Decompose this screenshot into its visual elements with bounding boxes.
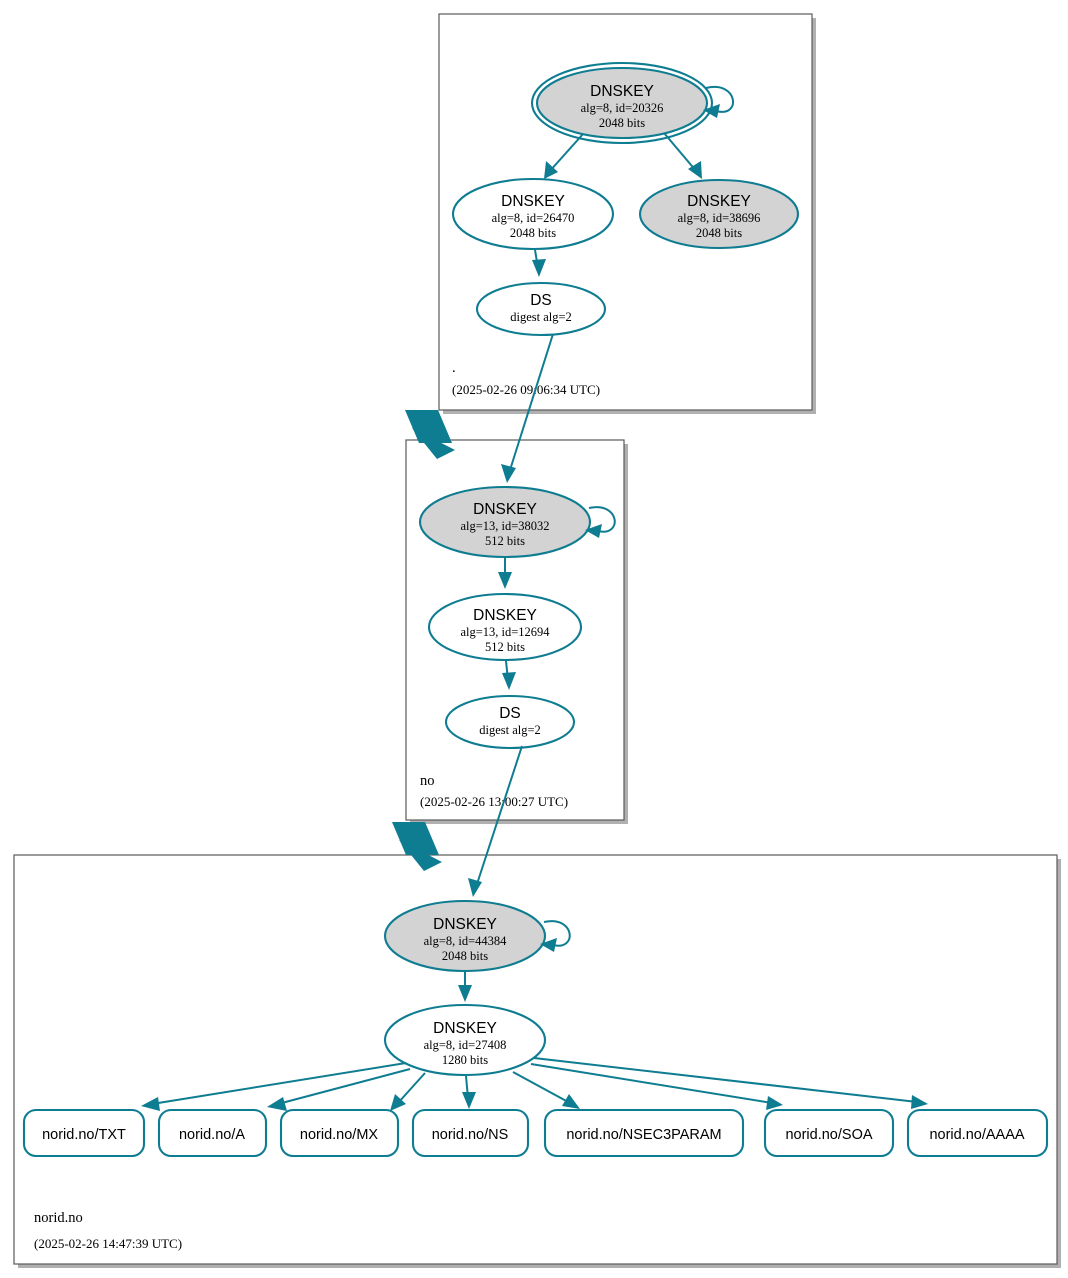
zone-norid-timestamp: (2025-02-26 14:47:39 UTC) [34, 1236, 182, 1251]
edge-zsk-to-rrset-a [267, 1068, 411, 1111]
node-root-ksk-self-loop [705, 85, 734, 113]
node-root-ksk-outer-ring [530, 61, 714, 145]
edge-root-ksk-to-zsk [544, 133, 584, 179]
node-root-zsk-title: DNSKEY [501, 193, 565, 210]
node-root-zsk-ellipse [451, 177, 615, 251]
edge-zsk-to-rrset-mx [390, 1072, 426, 1111]
node-no-ksk-self-loop-arrowhead [585, 524, 602, 538]
edge-zsk-to-rrset-nsec3param [512, 1071, 580, 1109]
rrset-node-nsec3param[interactable]: norid.no/NSEC3PARAM [543, 1108, 745, 1158]
rrset-nsec3param-box [543, 1108, 745, 1158]
node-root-ksk[interactable]: DNSKEY alg=8, id=20326 2048 bits [530, 61, 734, 145]
edge-root-ds-to-no-ksk [501, 333, 554, 483]
rrset-nsec3param-label: norid.no/NSEC3PARAM [566, 1127, 721, 1143]
node-norid-ksk-self-loop [543, 920, 571, 947]
node-root-zsk-26470[interactable]: DNSKEY alg=8, id=26470 2048 bits [451, 177, 615, 251]
edge-root-ksk-to-key38696 [663, 132, 702, 179]
node-no-zsk-alg-id: alg=13, id=12694 [460, 625, 550, 639]
rrset-node-ns[interactable]: norid.no/NS [411, 1108, 530, 1158]
rrset-a-label: norid.no/A [179, 1127, 245, 1143]
node-no-ksk-alg-id: alg=13, id=38032 [460, 519, 549, 533]
zone-norid-border [13, 854, 1058, 1265]
node-root-ksk-bits: 2048 bits [599, 116, 645, 130]
edge-zsk-to-rrset-aaaa [533, 1057, 928, 1109]
node-norid-ksk-self-loop-arrowhead [540, 938, 557, 952]
node-no-zsk-ellipse [427, 592, 583, 662]
rrset-ns-box [411, 1108, 530, 1158]
node-no-ksk-bits: 512 bits [485, 534, 525, 548]
node-root-key-38696[interactable]: DNSKEY alg=8, id=38696 2048 bits [638, 178, 800, 250]
rrset-mx-box [279, 1108, 400, 1158]
zone-transition-no-to-norid [392, 822, 442, 871]
edge-root-zsk-to-ds [532, 249, 546, 277]
rrset-node-a[interactable]: norid.no/A [157, 1108, 268, 1158]
node-root-key-38696-alg-id: alg=8, id=38696 [678, 211, 761, 225]
edge-norid-ksk-to-zsk [458, 972, 472, 1002]
rrset-node-aaaa[interactable]: norid.no/AAAA [906, 1108, 1049, 1158]
node-root-key-38696-bits: 2048 bits [696, 226, 742, 240]
node-no-zsk-title: DNSKEY [473, 607, 537, 624]
node-root-ds-digest: digest alg=2 [510, 310, 572, 324]
rrset-soa-label: norid.no/SOA [785, 1127, 872, 1143]
node-no-ds-digest: digest alg=2 [479, 723, 541, 737]
node-root-zsk-alg-id: alg=8, id=26470 [492, 211, 575, 225]
zone-root-timestamp: (2025-02-26 09:06:34 UTC) [452, 382, 600, 397]
zone-container-root: DNSKEY alg=8, id=20326 2048 bits DNSKEY … [438, 13, 816, 414]
zone-container-norid-no: DNSKEY alg=8, id=44384 2048 bits DNSKEY … [13, 854, 1061, 1268]
rrset-mx-label: norid.no/MX [300, 1127, 379, 1143]
node-no-zsk[interactable]: DNSKEY alg=13, id=12694 512 bits [427, 592, 583, 662]
zone-no-name: no [420, 773, 435, 789]
node-root-ksk-alg-id: alg=8, id=20326 [581, 101, 664, 115]
rrset-node-txt[interactable]: norid.no/TXT [22, 1108, 146, 1158]
rrset-node-soa[interactable]: norid.no/SOA [763, 1108, 895, 1158]
rrset-aaaa-label: norid.no/AAAA [929, 1127, 1024, 1143]
node-no-ds[interactable]: DS digest alg=2 [444, 694, 576, 750]
rrset-txt-label: norid.no/TXT [42, 1127, 126, 1143]
rrset-txt-box [22, 1108, 146, 1158]
zone-root-name: . [452, 360, 456, 376]
node-no-ksk[interactable]: DNSKEY alg=13, id=38032 512 bits [418, 485, 616, 559]
node-norid-zsk-ellipse [383, 1003, 547, 1077]
node-no-ksk-self-loop [588, 506, 616, 533]
node-norid-ksk-title: DNSKEY [433, 916, 497, 933]
node-no-zsk-bits: 512 bits [485, 640, 525, 654]
edge-zsk-to-rrset-soa [530, 1063, 783, 1110]
zone-no-timestamp: (2025-02-26 13:00:27 UTC) [420, 794, 568, 809]
node-root-key-38696-title: DNSKEY [687, 193, 751, 210]
node-norid-zsk[interactable]: DNSKEY alg=8, id=27408 1280 bits [383, 1003, 547, 1077]
node-norid-ksk-ellipse [383, 899, 547, 973]
edge-no-zsk-to-ds [502, 660, 516, 690]
zone-container-no: DNSKEY alg=13, id=38032 512 bits DNSKEY … [405, 439, 628, 824]
node-norid-ksk-alg-id: alg=8, id=44384 [424, 934, 508, 948]
edge-zsk-to-rrset-txt [141, 1062, 407, 1111]
node-root-ds[interactable]: DS digest alg=2 [475, 281, 607, 337]
node-no-ksk-ellipse [418, 485, 592, 559]
node-root-ksk-self-loop-arrowhead [703, 104, 720, 118]
node-root-key-38696-ellipse [638, 178, 800, 250]
rrset-node-mx[interactable]: norid.no/MX [279, 1108, 400, 1158]
node-no-ds-title: DS [499, 705, 521, 722]
rrset-soa-box [763, 1108, 895, 1158]
node-norid-ksk[interactable]: DNSKEY alg=8, id=44384 2048 bits [383, 899, 571, 973]
zone-transition-root-to-no [405, 410, 455, 459]
edge-no-ksk-to-zsk [498, 558, 512, 589]
node-root-ds-title: DS [530, 292, 552, 309]
node-root-ksk-ellipse [535, 66, 709, 140]
node-root-zsk-bits: 2048 bits [510, 226, 556, 240]
rrset-ns-label: norid.no/NS [432, 1127, 509, 1143]
node-root-ksk-title: DNSKEY [590, 83, 654, 100]
node-no-ksk-title: DNSKEY [473, 501, 537, 518]
node-norid-ksk-bits: 2048 bits [442, 949, 488, 963]
node-no-ds-ellipse [444, 694, 576, 750]
node-norid-zsk-alg-id: alg=8, id=27408 [424, 1038, 507, 1052]
edge-no-ds-to-norid-ksk [468, 745, 523, 897]
rrset-aaaa-box [906, 1108, 1049, 1158]
edge-zsk-to-rrset-ns [462, 1075, 476, 1109]
node-norid-zsk-title: DNSKEY [433, 1020, 497, 1037]
node-root-ds-ellipse [475, 281, 607, 337]
node-norid-zsk-bits: 1280 bits [442, 1053, 488, 1067]
rrset-a-box [157, 1108, 268, 1158]
zone-norid-name: norid.no [34, 1210, 83, 1226]
